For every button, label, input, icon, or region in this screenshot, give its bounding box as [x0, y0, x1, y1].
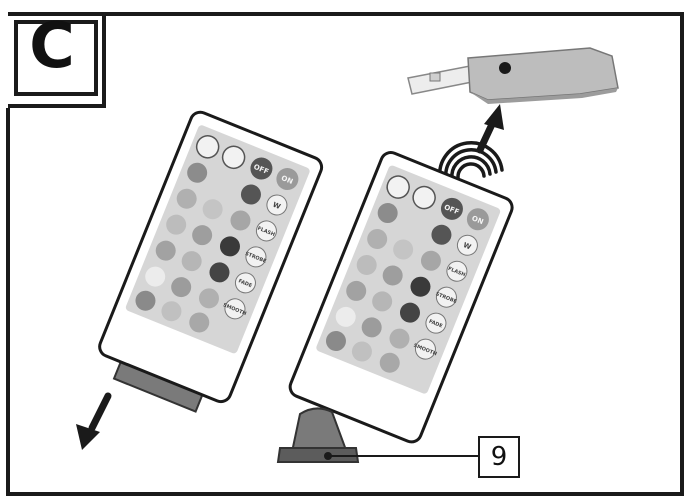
svg-text:ON: ON	[471, 214, 485, 226]
bulb-brighter-icon	[195, 135, 220, 159]
led-strip-controller	[407, 47, 619, 104]
arrow-down-icon	[76, 392, 112, 450]
section-letter: C	[29, 8, 75, 82]
remote-control-left: OFF ON W FLASH STROBE FADE SMOOTH	[98, 110, 324, 413]
callout-box	[478, 436, 520, 478]
svg-text:FADE: FADE	[428, 319, 444, 330]
callout-number: 9	[490, 442, 508, 472]
battery-cap	[276, 407, 360, 463]
on-button-label: ON	[280, 174, 294, 186]
svg-text:W: W	[271, 201, 281, 211]
callout-leader-dot	[324, 452, 332, 460]
arrow-up-icon	[476, 104, 504, 154]
signal-waves-icon	[437, 140, 504, 180]
bulb-dimmer-icon	[221, 145, 246, 170]
outer-frame	[6, 12, 684, 496]
svg-text:FADE: FADE	[237, 278, 253, 289]
section-label-inner-box	[14, 20, 98, 96]
svg-text:W: W	[462, 241, 472, 251]
ir-receiver-sensor	[499, 62, 511, 74]
remote-control-right: OFF ON W FLASH STROBE FADE SMOOTH	[288, 151, 514, 444]
section-label-border	[8, 12, 106, 108]
